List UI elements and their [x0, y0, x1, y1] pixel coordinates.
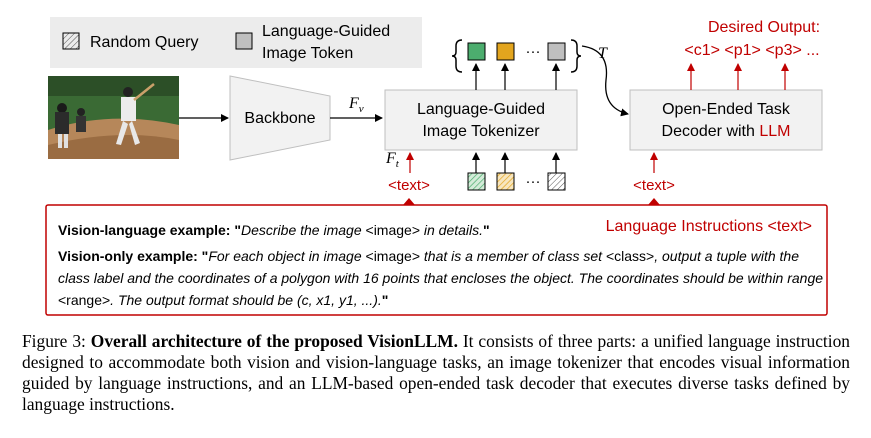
image-tokenizer-block: Language-Guided Image Tokenizer: [384, 89, 578, 151]
vo-class-tag: <class>: [605, 248, 655, 264]
vl-quote-close: ": [483, 222, 490, 238]
random-query-yellow: [496, 172, 515, 191]
random-query-swatch: [62, 32, 80, 50]
image-token-gray: [547, 42, 566, 61]
image-token-swatch: [235, 32, 253, 50]
language-instructions-title: Language Instructions <text>: [606, 218, 812, 235]
ft-label: Ft: [385, 150, 400, 170]
left-bracket: [451, 39, 463, 73]
decoder-label-line1: Open-Ended Task: [662, 101, 791, 118]
desired-output: Desired Output: <c1> <p1> <p3> ...: [684, 19, 820, 90]
vo-quote-open: ": [201, 248, 209, 264]
desired-output-tokens: <c1> <p1> <p3> ...: [684, 42, 819, 59]
decoder-label-line2: Decoder with LLM: [662, 123, 791, 140]
tokenizer-label-line1: Language-Guided: [417, 101, 545, 118]
vision-language-example: Vision-language example: "Describe the i…: [58, 219, 828, 241]
vo-text-1: For each object in image: [208, 248, 366, 264]
backbone-block: Backbone: [229, 75, 331, 161]
image-token-sequence: ···: [451, 39, 582, 90]
fv-label: Fv: [348, 95, 364, 115]
random-query-sequence: ···: [467, 152, 566, 191]
t-label: T: [598, 45, 608, 62]
vo-text-2: that is a member of class set: [420, 248, 606, 264]
vl-image-tag: <image>: [365, 222, 420, 238]
random-query-gray: [547, 172, 566, 191]
image-token-label-line1: Language-Guided: [262, 23, 390, 40]
token-ellipsis-bottom: ···: [526, 173, 541, 190]
vl-text-1: Describe the image: [241, 222, 366, 238]
right-bracket: [570, 39, 582, 73]
caption-prefix: Figure 3:: [22, 331, 91, 351]
vl-quote-open: ": [234, 222, 241, 238]
desired-output-title: Desired Output:: [708, 19, 820, 36]
baseball-photo: [48, 76, 179, 159]
backbone-label: Backbone: [244, 110, 315, 127]
language-instructions-box: Language Instructions <text>: [45, 198, 828, 316]
vo-quote-close: ": [381, 292, 389, 308]
task-decoder-block: Open-Ended Task Decoder with LLM: [629, 89, 823, 151]
legend: Random Query Language-Guided Image Token: [50, 17, 422, 68]
token-ellipsis-top: ···: [526, 43, 541, 60]
caption-bold: Overall architecture of the proposed Vis…: [90, 331, 458, 351]
vo-label: Vision-only example:: [58, 248, 202, 264]
vo-image-tag: <image>: [365, 248, 420, 264]
left-connector: [403, 198, 415, 205]
vision-only-example: Vision-only example: "For each object in…: [58, 245, 828, 311]
image-token-label-line2: Image Token: [262, 45, 353, 62]
right-connector: [648, 198, 660, 205]
image-token-green: [467, 42, 486, 61]
tokens-to-decoder-arrow: [581, 45, 629, 117]
random-query-green: [467, 172, 486, 191]
vo-text-4: . The output format should be (c, x1, y1…: [110, 292, 382, 308]
llm-label: LLM: [759, 123, 790, 140]
text-input-left: <text>: [388, 177, 430, 194]
tokenizer-label-line2: Image Tokenizer: [422, 123, 540, 140]
vo-range-tag: <range>: [58, 292, 111, 308]
vl-text-2: in details.: [420, 222, 484, 238]
vl-label: Vision-language example:: [58, 222, 235, 238]
text-input-right: <text>: [633, 177, 675, 194]
caption-rest: It consists of three parts: a unified la…: [22, 331, 850, 414]
random-query-label: Random Query: [90, 34, 199, 51]
vo-text-3: , output a tuple with the class label an…: [58, 248, 824, 286]
figure-caption: Figure 3: Overall architecture of the pr…: [22, 331, 850, 415]
image-token-yellow: [496, 42, 515, 61]
